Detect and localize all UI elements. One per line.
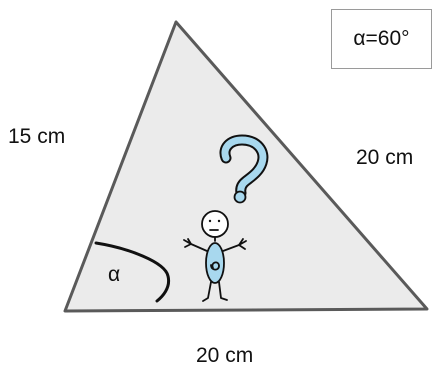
- side-label-left: 15 cm: [8, 125, 66, 148]
- question-mark-icon: [219, 134, 269, 204]
- stick-figure-icon: [183, 210, 247, 302]
- angle-label: α: [108, 263, 121, 286]
- side-label-bottom: 20 cm: [196, 344, 254, 367]
- side-label-right: 20 cm: [356, 146, 414, 169]
- angle-arc: [94, 241, 171, 303]
- triangle-shape: [63, 20, 429, 313]
- angle-info-box: α=60°: [331, 9, 432, 69]
